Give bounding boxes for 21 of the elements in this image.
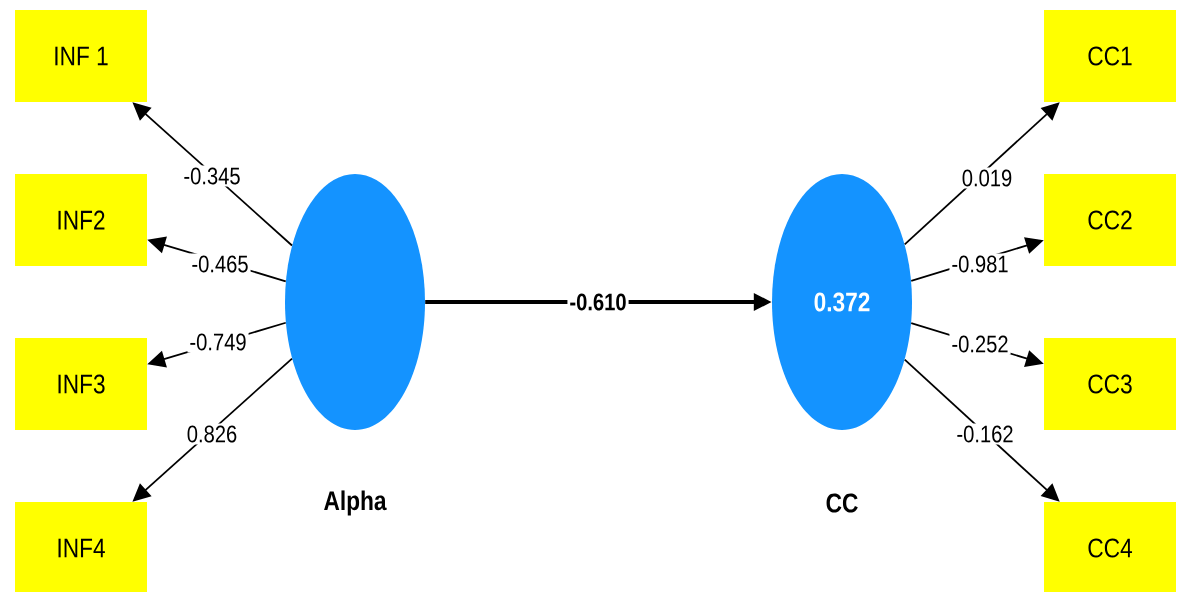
indicator-box: INF4 — [15, 502, 147, 592]
indicator-box: INF 1 — [15, 10, 147, 102]
edge-label: -0.345 — [181, 165, 243, 187]
indicator-box: INF2 — [15, 174, 147, 266]
node-label: Alpha — [324, 490, 387, 516]
edge-label: 0.019 — [959, 167, 1015, 189]
indicator-box: CC2 — [1044, 174, 1176, 266]
arrow — [903, 358, 1060, 502]
indicator-box: CC1 — [1044, 10, 1176, 102]
arrow — [903, 102, 1060, 246]
edge-label: -0.981 — [949, 253, 1011, 275]
edge-label: -0.749 — [187, 331, 249, 353]
node-label: CC — [826, 493, 858, 513]
indicator-box: CC3 — [1044, 338, 1176, 430]
indicator-box: CC4 — [1044, 502, 1176, 592]
edge-label: -0.162 — [954, 423, 1016, 445]
edge-label: -0.252 — [949, 333, 1011, 355]
edge-label: -0.610 — [567, 291, 629, 313]
edge-label: 0.826 — [184, 423, 240, 445]
indicator-box: INF3 — [15, 338, 147, 430]
edge-label: -0.465 — [189, 253, 251, 275]
